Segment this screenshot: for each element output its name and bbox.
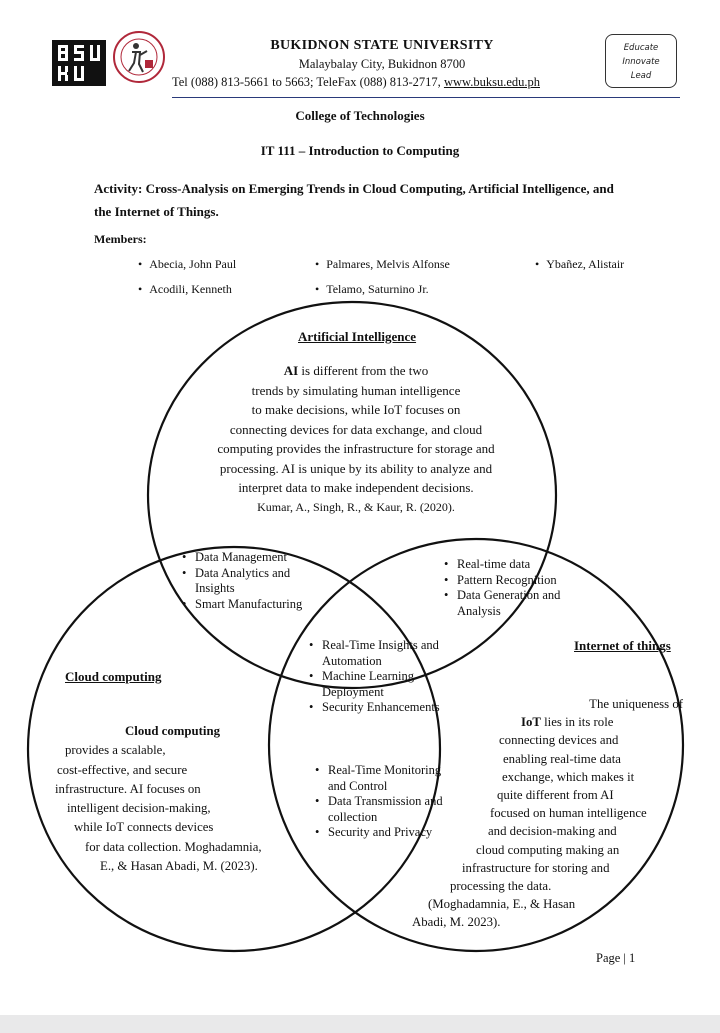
- university-contact: Tel (088) 813-5661 to 5663; TeleFax (088…: [172, 75, 540, 90]
- member-item: Telamo, Saturnino Jr.: [315, 282, 428, 297]
- ai-line: processing. AI is unique by its ability …: [219, 460, 493, 476]
- overlap-item: Smart Manufacturing: [182, 597, 317, 613]
- motto-box: Educate Innovate Lead: [605, 34, 677, 88]
- iot-line: Abadi, M. 2023).: [412, 915, 501, 930]
- course-title: IT 111 – Introduction to Computing: [260, 143, 460, 158]
- iot-description: The uniqueness of IoT lies in its role c…: [410, 695, 685, 932]
- cloud-line: intelligent decision-making,: [67, 801, 211, 816]
- university-address: Malaybalay City, Bukidnon 8700: [298, 57, 466, 71]
- ai-iot-overlap: Real-time data Pattern Recognition Data …: [444, 557, 562, 619]
- iot-line: cloud computing making an: [476, 842, 620, 857]
- cloud-line: E., & Hasan Abadi, M. (2023).: [100, 859, 258, 874]
- overlap-item: Security Enhancements: [309, 700, 444, 716]
- overlap-item: Data Transmission and collection: [315, 794, 445, 825]
- ai-bold-term: AI: [283, 363, 299, 378]
- buksu-logo-icon: [52, 40, 106, 86]
- iot-line: processing the data.: [450, 879, 552, 894]
- cloud-bold-term: Cloud computing: [125, 724, 220, 738]
- ai-label: Artificial Intelligence: [298, 329, 417, 344]
- cloud-line: cost-effective, and secure: [57, 762, 188, 777]
- iot-line: exchange, which makes it: [502, 769, 635, 784]
- activity-title: Activity: Cross-Analysis on Emerging Tre…: [94, 181, 614, 219]
- header-divider: [172, 97, 680, 98]
- center-overlap: Real-Time Insights and Automation Machin…: [309, 638, 444, 716]
- ai-line: connecting devices for data exchange, an…: [229, 421, 483, 437]
- university-seal-icon: [113, 31, 165, 83]
- cloud-line: infrastructure. AI focuses on: [55, 781, 201, 796]
- member-item: Palmares, Melvis Alfonse: [315, 257, 450, 272]
- ai-line: interpret data to make independent decis…: [238, 480, 474, 495]
- cloud-description: Cloud computing provides a scalable, cos…: [40, 722, 305, 876]
- ai-description: AI is different from the two trends by s…: [162, 361, 550, 517]
- iot-line: quite different from AI: [497, 788, 614, 803]
- iot-circle: [267, 537, 685, 953]
- cloud-circle: [26, 545, 442, 953]
- motto-line: Educate: [623, 43, 659, 53]
- college-title: College of Technologies: [295, 108, 425, 123]
- iot-line: focused on human intelligence: [490, 806, 647, 821]
- overlap-item: Data Management: [182, 550, 317, 566]
- contact-text: Tel (088) 813-5661 to 5663; TeleFax (088…: [172, 75, 444, 89]
- ai-line: is different from the two: [298, 363, 429, 378]
- overlap-item: Data Generation and Analysis: [444, 588, 562, 619]
- members-heading: Members:: [94, 232, 147, 246]
- member-item: Abecia, John Paul: [138, 257, 236, 272]
- ai-line: to make decisions, while IoT focuses on: [251, 402, 461, 417]
- iot-line: connecting devices and: [499, 733, 619, 748]
- member-item: Ybañez, Alistair: [535, 257, 624, 272]
- overlap-item: Data Analytics and Insights: [182, 566, 317, 597]
- overlap-item: Machine Learning Deployment: [309, 669, 444, 700]
- overlap-item: Real-Time Insights and Automation: [309, 638, 444, 669]
- iot-label: Internet of things: [574, 638, 671, 653]
- motto-line: Lead: [630, 71, 652, 81]
- cloud-label: Cloud computing: [65, 669, 162, 684]
- iot-line: infrastructure for storing and: [462, 860, 610, 875]
- overlap-item: Real-time data: [444, 557, 562, 573]
- page-number: Page | 1: [596, 951, 636, 965]
- cloud-iot-overlap: Real-Time Monitoring and Control Data Tr…: [315, 763, 445, 841]
- ai-line: computing provides the infrastructure fo…: [217, 441, 495, 456]
- overlap-item: Real-Time Monitoring and Control: [315, 763, 445, 794]
- iot-line: enabling real-time data: [503, 751, 621, 766]
- cloud-line: for data collection. Moghadamnia,: [85, 839, 262, 854]
- cloud-line: while IoT connects devices: [74, 820, 214, 835]
- university-name: BUKIDNON STATE UNIVERSITY: [270, 38, 494, 53]
- member-item: Acodili, Kenneth: [138, 282, 232, 297]
- iot-bold-term: IoT: [521, 715, 541, 730]
- ai-cloud-overlap: Data Management Data Analytics and Insig…: [182, 550, 317, 612]
- iot-line: The uniqueness of: [589, 697, 683, 711]
- cloud-line: provides a scalable,: [65, 743, 166, 758]
- ai-line: trends by simulating human intelligence: [251, 382, 461, 398]
- ai-citation: Kumar, A., Singh, R., & Kaur, R. (2020).: [257, 499, 455, 514]
- motto-line: Innovate: [622, 57, 660, 67]
- overlap-item: Security and Privacy: [315, 825, 445, 841]
- iot-line: (Moghadamnia, E., & Hasan: [428, 897, 576, 912]
- website-link[interactable]: www.buksu.edu.ph: [443, 75, 540, 89]
- overlap-item: Pattern Recognition: [444, 573, 562, 589]
- iot-line: and decision-making and: [488, 824, 617, 839]
- iot-line: lies in its role: [540, 715, 614, 730]
